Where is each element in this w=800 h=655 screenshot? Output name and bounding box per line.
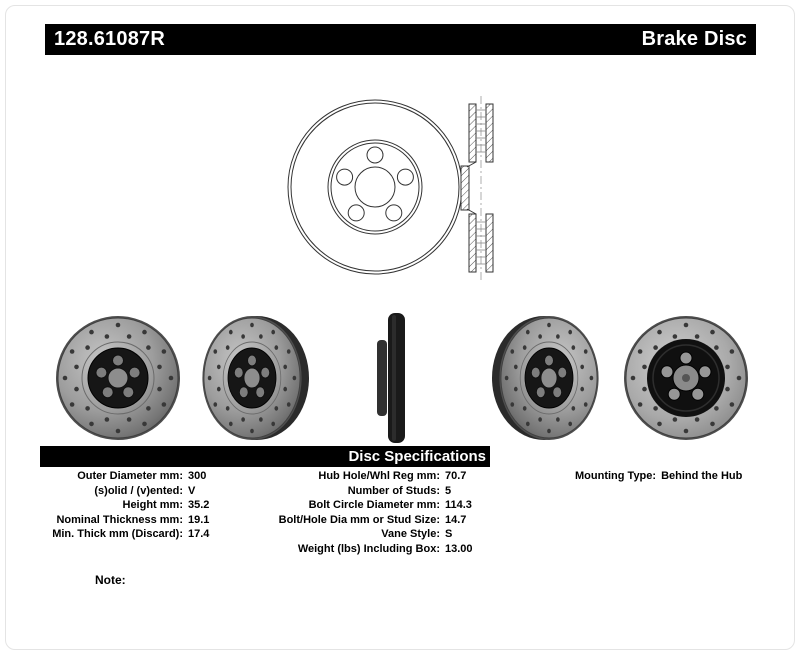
spec-row: Hub Hole/Whl Reg mm: 70.7 bbox=[268, 469, 473, 484]
spec-label: Bolt Circle Diameter mm: bbox=[308, 499, 440, 511]
spec-value: 35.2 bbox=[188, 499, 210, 511]
rotor-photo-angled-left bbox=[182, 308, 309, 448]
spec-row: Height mm: 35.2 bbox=[38, 498, 210, 513]
spec-label: Number of Studs: bbox=[347, 484, 440, 497]
spec-value: 17.4 bbox=[188, 528, 210, 540]
note-label: Note: bbox=[95, 573, 126, 587]
brake-disc-front-diagram bbox=[287, 99, 463, 275]
spec-column-middle: Hub Hole/Whl Reg mm: 70.7 Number of Stud… bbox=[268, 469, 473, 556]
rotor-cross-section-diagram bbox=[460, 96, 494, 282]
spec-row: (s)olid / (v)ented: V bbox=[38, 484, 209, 499]
spec-value: S bbox=[445, 528, 453, 540]
spec-row: Outer Diameter mm: 300 bbox=[38, 469, 209, 484]
product-type-title: Brake Disc bbox=[641, 28, 747, 50]
spec-value: 70.7 bbox=[445, 470, 467, 482]
spec-label: Mounting Type: bbox=[575, 470, 657, 482]
spec-row: Weight (lbs) Including Box: 13.00 bbox=[268, 542, 473, 557]
disc-specifications-header: Disc Specifications bbox=[40, 446, 490, 467]
spec-value: 114.3 bbox=[445, 499, 472, 511]
spec-label: Min. Thick mm (Discard): bbox=[52, 528, 183, 540]
spec-label: Height mm: bbox=[122, 499, 184, 511]
spec-value: 13.00 bbox=[445, 542, 473, 555]
disc-specifications-title: Disc Specifications bbox=[348, 448, 486, 465]
spec-label: Outer Diameter mm: bbox=[77, 470, 183, 482]
rotor-photo-back bbox=[618, 308, 754, 448]
header-bar: 128.61087R Brake Disc bbox=[45, 24, 756, 55]
spec-value: 14.7 bbox=[445, 513, 467, 526]
rotor-photo-angled-right bbox=[492, 308, 619, 448]
spec-row: Bolt/Hole Dia mm or Stud Size: 14.7 bbox=[268, 513, 473, 528]
spec-label: (s)olid / (v)ented: bbox=[94, 484, 183, 497]
spec-column-left: Outer Diameter mm: 300 (s)olid / (v)ente… bbox=[38, 469, 209, 542]
spec-label: Bolt/Hole Dia mm or Stud Size: bbox=[278, 513, 440, 526]
technical-drawing bbox=[287, 96, 494, 282]
spec-row: Vane Style: S bbox=[268, 527, 473, 542]
rotor-photo-side bbox=[377, 313, 405, 443]
spec-column-right: Mounting Type: Behind the Hub bbox=[575, 469, 742, 484]
spec-value: Behind the Hub bbox=[661, 470, 743, 482]
spec-value: 5 bbox=[445, 484, 452, 497]
spec-row: Mounting Type: Behind the Hub bbox=[575, 469, 742, 484]
spec-value: 300 bbox=[188, 470, 207, 482]
spec-label: Hub Hole/Whl Reg mm: bbox=[318, 470, 440, 482]
spec-row: Min. Thick mm (Discard): 17.4 bbox=[38, 527, 209, 542]
spec-value: 19.1 bbox=[188, 513, 210, 526]
spec-row: Nominal Thickness mm: 19.1 bbox=[38, 513, 209, 528]
spec-label: Nominal Thickness mm: bbox=[56, 513, 183, 526]
part-number: 128.61087R bbox=[54, 28, 165, 50]
spec-label: Vane Style: bbox=[381, 528, 440, 540]
spec-row: Bolt Circle Diameter mm: 114.3 bbox=[268, 498, 473, 513]
spec-row: Number of Studs: 5 bbox=[268, 484, 473, 499]
spec-value: V bbox=[188, 484, 196, 497]
rotor-photo-front bbox=[50, 308, 186, 448]
spec-label: Weight (lbs) Including Box: bbox=[297, 542, 440, 555]
